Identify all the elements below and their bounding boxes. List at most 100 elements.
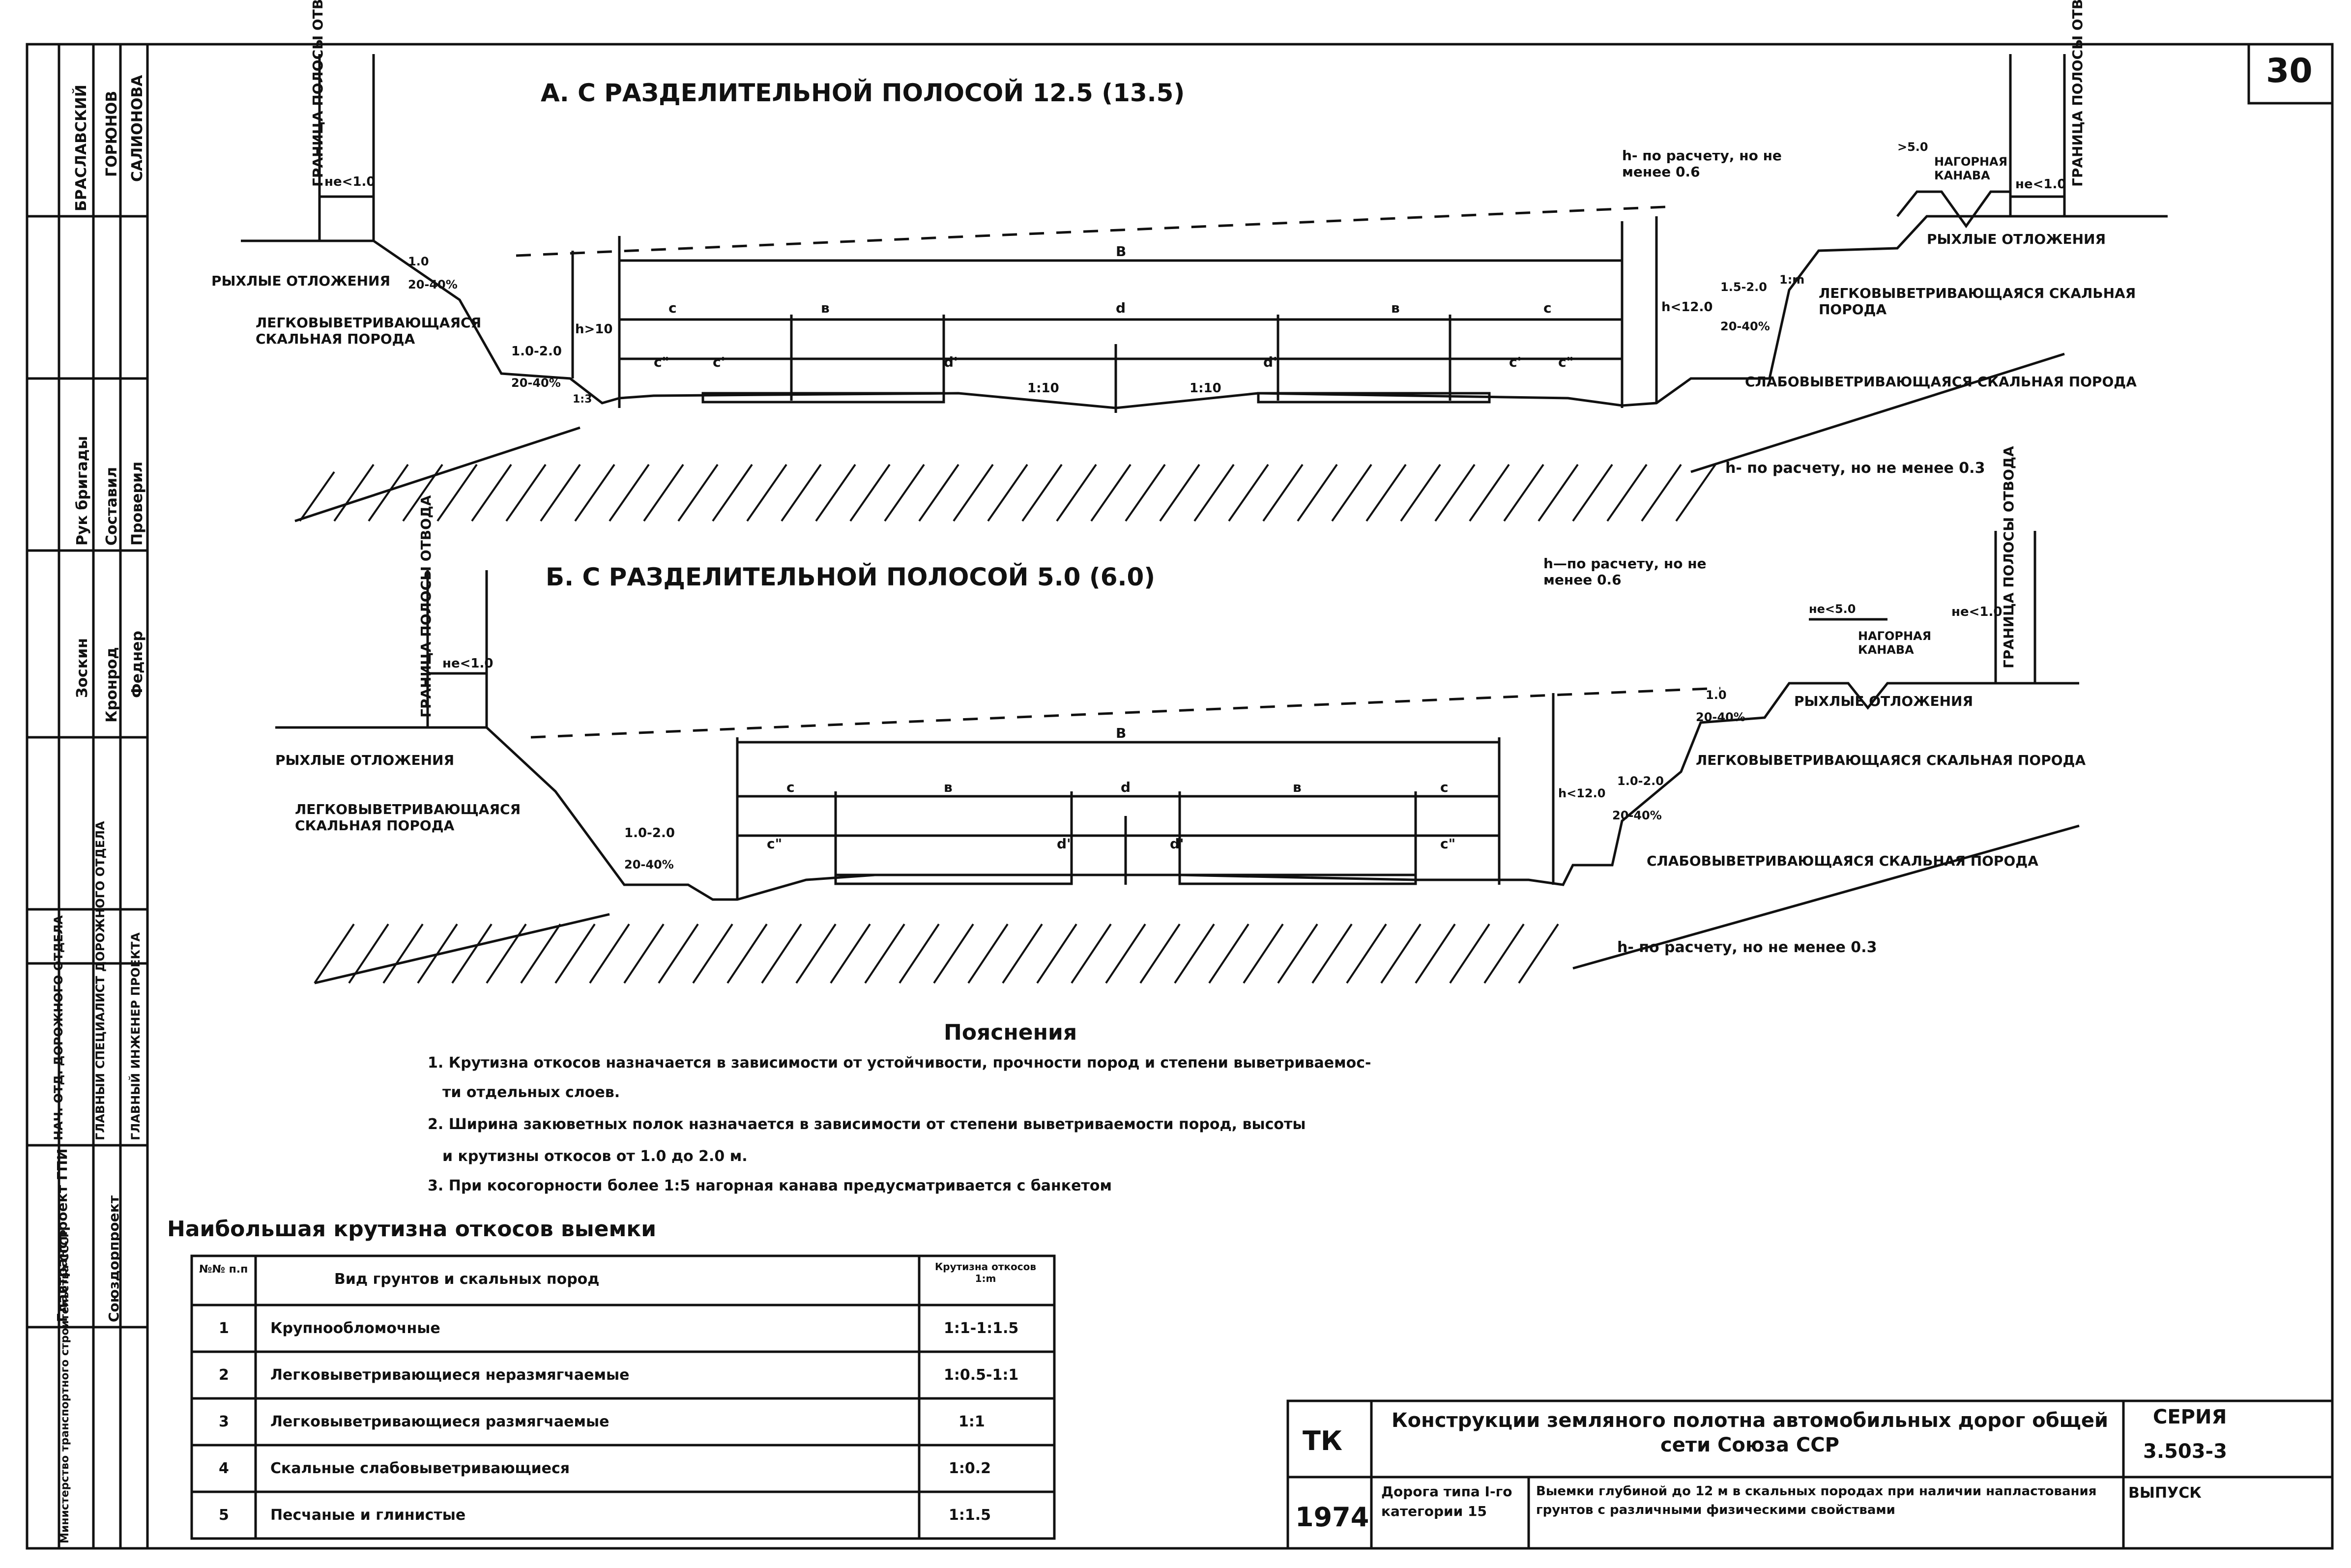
section-a-right-boundary: ГРАНИЦА ПОЛОСЫ ОТВОДА [2069,0,2086,187]
notes-item-3: 3. При косогорности более 1:5 нагорная к… [428,1177,1112,1194]
series-value: 3.503-3 [2143,1440,2227,1463]
section-b-grade: 20-40% [624,858,674,871]
section-b-left-boundary: ГРАНИЦА ПОЛОСЫ ОТВОДА [418,495,434,718]
section-a-berm: 1.0-2.0 [511,344,562,359]
stamp-post-1: НАЧ. ОТД. ДОРОЖНОГО ОТДЕЛА [52,915,65,1140]
section-a-grade: 20-40% [511,376,561,390]
section-a-dim-cpp-right: с" [1558,354,1574,370]
section-a-rock-left: ЛЕГКОВЫВЕТРИВАЮЩАЯСЯ СКАЛЬНАЯ ПОРОДА [256,315,482,347]
section-b-profile [275,531,2080,985]
section-a-berm3: 1.5-2.0 [1720,280,1767,294]
section-a-ditch: НАГОРНАЯ КАНАВА [1934,155,2008,182]
section-b-grade2: 20-40% [1612,809,1662,822]
stamp-person-3: САЛИОНОВА [129,75,146,182]
section-a-loose-left: РЫХЛЫЕ ОТЛОЖЕНИЯ [211,273,391,289]
notes-item-1: 1. Крутизна откосов назначается в зависи… [428,1054,1371,1072]
notes-item-1b: ти отдельных слоев. [442,1084,620,1101]
stamp-ministry: Министерство транспортного строительства… [59,1229,71,1543]
section-a-dim-cp-left: с' [713,354,726,370]
section-b-dim-cpp-right: с" [1440,836,1456,852]
table-cell-num: 2 [219,1366,229,1384]
section-a-dim-b-right: в [1391,300,1400,316]
section-a-dim-d: d [1116,300,1126,316]
section-b-rock-weak: СЛАБОВЫВЕТРИВАЮЩАЯСЯ СКАЛЬНАЯ ПОРОДА [1647,853,2038,869]
table-cell-slope: 1:1-1:1.5 [944,1320,1019,1337]
section-b-h1: h<12.0 [1558,786,1606,800]
section-b-right-width: не<1.0 [1951,605,2003,619]
section-a-slope-10-right: 1:10 [1190,381,1221,396]
sheet-number: 30 [2266,52,2313,90]
section-b-dim-dp-left: d' [1057,836,1071,852]
title-year: 1974 [1295,1502,1369,1533]
section-a-h-le: h<12.0 [1661,300,1713,315]
table-cell-type: Песчаные и глинистые [270,1507,466,1524]
title-main: Конструкции земляного полотна автомобиль… [1391,1409,2109,1456]
section-a-dim-cp-right: с' [1509,354,1522,370]
title-code: ТК [1303,1425,1342,1456]
section-b-dim-B: В [1116,725,1127,741]
table-cell-slope: 1:1 [958,1413,985,1430]
table-cell-num: 5 [219,1507,229,1524]
section-a-dim-cpp-left: с" [654,354,669,370]
notes-heading: Пояснения [944,1020,1077,1045]
title-road-type: Дорога типа I-го категории 15 [1381,1483,1512,1519]
section-a-title: А. С РАЗДЕЛИТЕЛЬНОЙ ПОЛОСОЙ 12.5 (13.5) [541,79,1185,107]
section-a-h-bottom: h- по расчету, но не менее 0.3 [1725,460,1985,477]
table-cell-num: 3 [219,1413,229,1430]
section-a-rock-weak: СЛАБОВЫВЕТРИВАЮЩАЯСЯ СКАЛЬНАЯ ПОРОДА [1745,374,2137,390]
stamp-post-2: ГЛАВНЫЙ СПЕЦИАЛИСТ ДОРОЖНОГО ОТДЕЛА [93,821,107,1140]
section-b-berm2: 1.0-2.0 [1617,774,1664,788]
section-a-slope-10-left: 1:10 [1027,381,1059,396]
section-a-h-top: h- по расчету, но не менее 0.6 [1622,147,1782,180]
table-cell-num: 4 [219,1460,229,1477]
stamp-role-1: Рук бригады [74,436,91,546]
section-b-dim-c-left: с [786,779,795,795]
section-a-dim-c-left: с [668,300,677,316]
section-b-ditch: НАГОРНАЯ КАНАВА [1858,629,1932,657]
section-a-left-width: не<1.0 [324,174,376,189]
section-b-h-top: h—по расчету, но не менее 0.6 [1543,555,1707,588]
table-cell-num: 1 [219,1320,229,1337]
section-a-hatching [299,464,1716,522]
table-cell-type: Крупнообломочные [270,1320,440,1337]
section-b-loose-left: РЫХЛЫЕ ОТЛОЖЕНИЯ [275,752,455,768]
section-a-dim-dp-right: d' [1263,354,1277,370]
section-b-rock-left: ЛЕГКОВЫВЕТРИВАЮЩАЯСЯ СКАЛЬНАЯ ПОРОДА [295,801,521,834]
table-header-type: Вид грунтов и скальных пород [334,1271,600,1288]
stamp-name-1: Зоскин [74,638,91,698]
section-b-dim-c-right: с [1440,779,1449,795]
section-b-title: Б. С РАЗДЕЛИТЕЛЬНОЙ ПОЛОСОЙ 5.0 (6.0) [546,563,1156,591]
sheet-number-box [2247,43,2334,105]
sheet-frame [26,43,2334,1550]
section-b-dim-b-right: в [1293,779,1302,795]
section-b-dim-d: d [1121,779,1131,795]
section-b-loose-right: РЫХЛЫЕ ОТЛОЖЕНИЯ [1794,693,1974,709]
stamp-org-2: Союздорпроект [106,1195,122,1322]
section-b-left-width: не<1.0 [442,656,493,671]
section-b-berm: 1.0-2.0 [624,826,675,841]
section-b-g1: 20-40% [1696,710,1745,724]
table-cell-slope: 1:0.5-1:1 [944,1366,1019,1384]
section-a-slope-13: 1:3 [573,393,592,406]
section-a-dim-B: В [1116,243,1127,260]
section-a-left-boundary: ГРАНИЦА ПОЛОСЫ ОТВОДА [310,0,326,187]
section-a-grade2: 20-40% [1720,319,1770,333]
section-a-berm-top-left: 1.0 [408,255,429,268]
section-a-dim-c-right: с [1543,300,1552,316]
section-b-ditch-dist: не<5.0 [1809,602,1856,616]
section-b-hatching [314,923,1559,984]
table-cell-slope: 1:0.2 [949,1460,991,1477]
table-cell-slope: 1:1.5 [949,1507,991,1524]
section-b-right-boundary: ГРАНИЦА ПОЛОСЫ ОТВОДА [2001,446,2017,668]
table-cell-type: Легковыветривающиеся размягчаемые [270,1413,610,1430]
series-label: СЕРИЯ [2153,1406,2227,1428]
stamp-role-3: Проверил [129,462,146,546]
section-a-grade-top-left: 20-40% [408,278,458,291]
section-b-rock-right: ЛЕГКОВЫВЕТРИВАЮЩАЯСЯ СКАЛЬНАЯ ПОРОДА [1696,752,2086,768]
stamp-person-2: ГОРЮНОВ [103,90,120,177]
section-a-rock-right: ЛЕГКОВЫВЕТРИВАЮЩАЯСЯ СКАЛЬНАЯ ПОРОДА [1819,285,2136,318]
title-subject: Выемки глубиной до 12 м в скальных пород… [1536,1484,2097,1517]
issue-label: ВЫПУСК [2128,1484,2202,1502]
section-a-profile [241,54,2168,523]
